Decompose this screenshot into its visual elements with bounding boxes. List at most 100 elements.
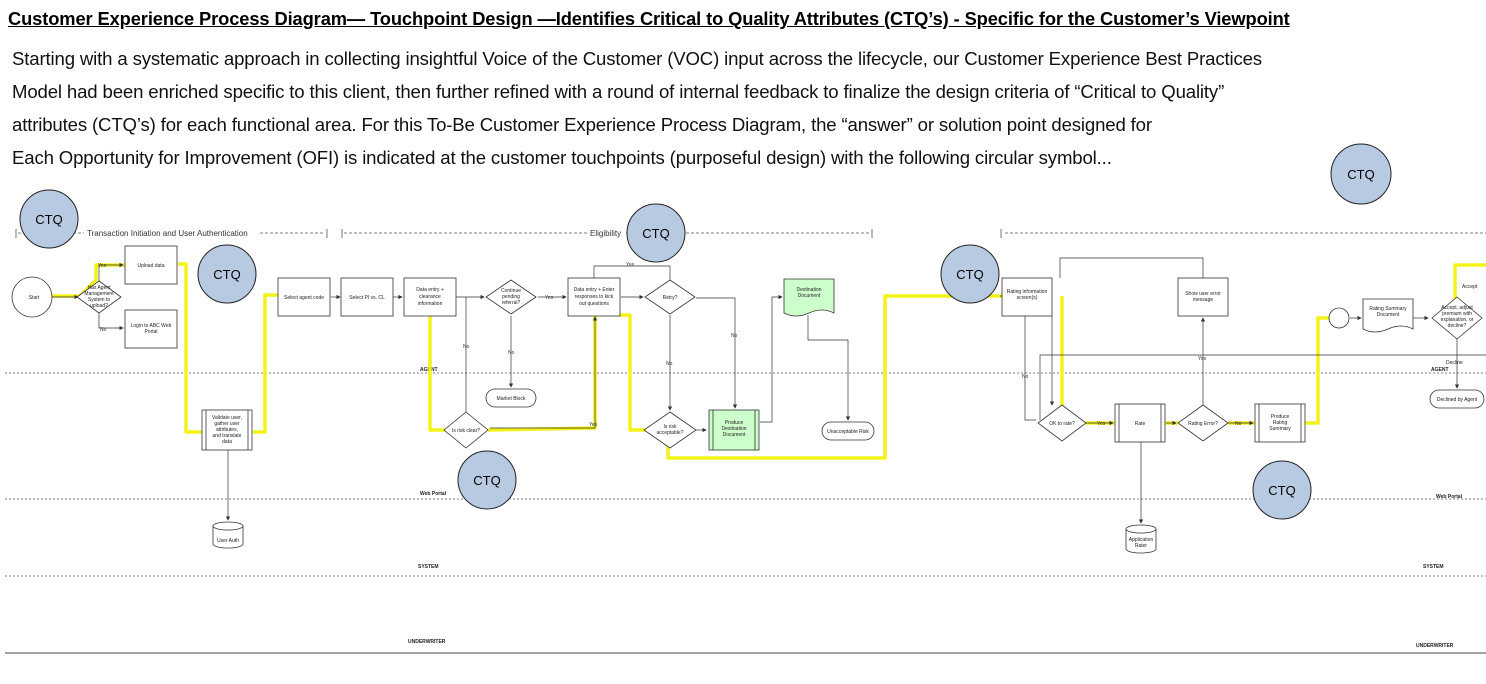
produce-rating-summary-label-1: Produce xyxy=(1271,414,1290,420)
show-user-error-box xyxy=(1177,277,1229,317)
continue-pending-decision xyxy=(485,279,537,315)
data-entry-1-label-1: Data entry + xyxy=(416,287,443,293)
validate-label-5: data xyxy=(222,439,232,445)
edge-label-yes-5: Yes xyxy=(1097,421,1106,427)
market-block-label: Market Block xyxy=(497,396,526,402)
rate-label: Rate xyxy=(1135,421,1146,427)
lane-label-agent-right: AGENT xyxy=(1431,367,1449,373)
accept-adjust-label-4: decline? xyxy=(1448,323,1467,329)
data-entry-1-label-3: information xyxy=(418,301,443,307)
data-entry-2-label-1: Data entry + Enter xyxy=(574,287,615,293)
rating-information-label-2: screen(s) xyxy=(1017,295,1038,301)
intro-line-4: Each Opportunity for Improvement (OFI) i… xyxy=(12,147,1112,168)
risk-clear-label: Is risk clear? xyxy=(452,428,480,434)
ctq-marker-3: CTQ xyxy=(626,203,686,263)
edge-label-no-5: No xyxy=(731,333,738,339)
destination-document-label-1: Destination xyxy=(796,287,821,293)
unacceptable-risk-label: Unacceptable Risk xyxy=(827,429,869,435)
agent-mgmt-label-3: System to xyxy=(88,297,110,303)
phase-ticks xyxy=(15,229,1002,238)
declined-by-agent-label: Declined by Agent xyxy=(1437,397,1478,403)
agent-mgmt-label-2: Management xyxy=(84,291,114,297)
ctq-marker-6: CTQ xyxy=(1252,460,1312,520)
login-label-1: Login to ABC Web xyxy=(131,323,172,329)
continue-pending-label-2: pending xyxy=(502,294,520,300)
ok-to-rate-decision xyxy=(1037,404,1087,442)
validate-box xyxy=(201,409,253,451)
data-entry-1-box xyxy=(403,277,457,317)
ctq-label-1: CTQ xyxy=(35,212,62,227)
ok-to-rate-label: OK to rate? xyxy=(1049,421,1075,427)
lane-label-system-right: SYSTEM xyxy=(1423,564,1444,570)
agent-mgmt-label-1: Has Agent xyxy=(87,285,111,291)
accept-adjust-label-3: explanation, or xyxy=(1441,317,1474,323)
retry-decision xyxy=(644,279,696,315)
intro-line-1: Starting with a systematic approach in c… xyxy=(12,48,1262,69)
edge-label-yes-4: Yes xyxy=(626,262,635,268)
data-entry-1-label-2: clearance xyxy=(419,294,441,300)
produce-destination-label-3: Document xyxy=(723,432,746,438)
select-agent-box xyxy=(277,277,331,317)
agent-mgmt-label-4: upload? xyxy=(90,303,108,309)
ctq-marker-1: CTQ xyxy=(19,189,79,249)
select-pi-box xyxy=(340,277,394,317)
edge-label-yes-6: Yes xyxy=(1198,356,1207,362)
continue-pending-label-1: Continue xyxy=(501,288,521,294)
produce-rating-summary-label-2: Rating xyxy=(1273,420,1288,426)
select-pi-label: Select PI vs. CL xyxy=(349,295,385,301)
rating-summary-document-label-2: Document xyxy=(1377,312,1400,318)
edge-label-no-6: No xyxy=(1022,374,1029,380)
retry-label: Retry? xyxy=(663,295,678,301)
connector-lines xyxy=(31,257,1486,524)
edge-label-no-3: No xyxy=(508,350,515,356)
edge-label-no-1: No xyxy=(100,327,107,333)
validate-label-4: and translate xyxy=(213,433,242,439)
risk-acceptable-label-1: Is risk xyxy=(663,424,677,430)
decline-label: Decline xyxy=(1446,360,1463,366)
edge-label-yes-1: Yes xyxy=(98,263,107,269)
lane-label-system: SYSTEM xyxy=(418,564,439,570)
ctq-marker-2: CTQ xyxy=(197,244,257,304)
login-label-2: Portal xyxy=(144,329,157,335)
ctq-label-6: CTQ xyxy=(1268,483,1295,498)
edge-label-yes-3: Yes xyxy=(589,422,598,428)
ctq-marker-legend: CTQ xyxy=(1330,143,1392,205)
produce-rating-summary-label-3: Summary xyxy=(1269,426,1291,432)
rating-summary-document-label-1: Rating Summary xyxy=(1369,306,1407,312)
show-user-error-label-1: Show user error xyxy=(1185,291,1221,297)
edge-label-no-7: No xyxy=(1235,421,1242,427)
continue-pending-label-3: referral? xyxy=(502,300,521,306)
ctq-label-2: CTQ xyxy=(213,267,240,282)
rate-box xyxy=(1114,403,1166,443)
diagram-shapes xyxy=(11,245,1485,554)
user-auth-label: User Auth xyxy=(217,538,239,544)
swimlane-dividers xyxy=(5,372,1486,577)
phase-transaction: Transaction Initiation and User Authenti… xyxy=(87,229,248,238)
accept-adjust-label-1: Accept, adjust xyxy=(1441,305,1473,311)
start-label: Start xyxy=(29,295,40,301)
data-entry-2-box xyxy=(567,277,621,317)
edge-label-no-4: No xyxy=(666,361,673,367)
edge-label-no-2: No xyxy=(463,344,470,350)
data-entry-2-label-3: out questions xyxy=(579,301,609,307)
ctq-label-4: CTQ xyxy=(956,267,983,282)
rating-information-box xyxy=(1001,277,1053,317)
application-rater-label-1: Application xyxy=(1129,537,1154,543)
intro-line-3: attributes (CTQ’s) for each functional a… xyxy=(12,114,1152,135)
lane-label-web-portal-right: Web Portal xyxy=(1436,494,1463,500)
produce-destination-label-2: Destination xyxy=(721,426,746,432)
produce-rating-summary-box xyxy=(1254,403,1306,443)
ctq-label-3: CTQ xyxy=(642,226,669,241)
select-agent-label: Select agent code xyxy=(284,295,324,301)
accept-adjust-decision xyxy=(1431,296,1483,340)
application-rater-label-2: Rater xyxy=(1135,543,1148,549)
produce-destination-label-1: Produce xyxy=(725,420,744,426)
lane-label-underwriter-right: UNDERWRITER xyxy=(1416,643,1454,649)
risk-clear-decision xyxy=(443,411,489,449)
market-block-terminal xyxy=(485,388,537,408)
login-box xyxy=(124,309,178,349)
produce-destination-box xyxy=(708,409,760,451)
upload-data-box xyxy=(124,245,178,285)
unacceptable-risk-terminal xyxy=(821,421,875,441)
